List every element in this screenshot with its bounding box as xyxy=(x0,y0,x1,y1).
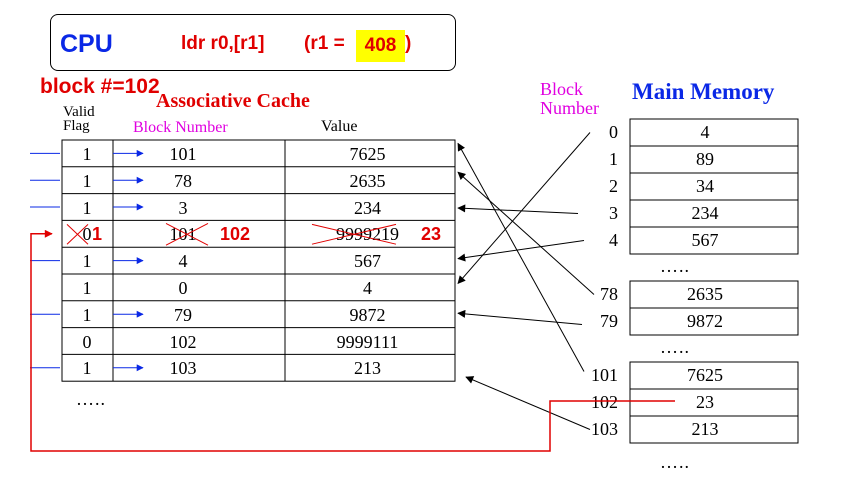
memory-value-cell: 7625 xyxy=(687,365,723,385)
cache-valid-cell: 1 xyxy=(82,278,92,298)
memory-group-border xyxy=(629,361,799,444)
cache-value-cell: 9872 xyxy=(349,304,386,325)
cache-valid-cell: 0 xyxy=(82,224,92,245)
memory-block-index: 1 xyxy=(609,149,618,169)
memory-value-cell: 9872 xyxy=(687,311,723,331)
cache-block-cell: 102 xyxy=(169,331,197,352)
cache-valid-cell: 1 xyxy=(82,197,92,218)
map-arrow-block-101 xyxy=(457,142,585,372)
memory-block-index: 78 xyxy=(600,284,618,304)
memory-value-cell: 4 xyxy=(700,122,710,142)
cache-block-cell: 79 xyxy=(174,304,192,325)
memory-ellipsis: ….. xyxy=(660,452,690,472)
instruction-text: ldr r0,[r1] xyxy=(181,33,265,54)
memory-value-cell: 234 xyxy=(691,203,719,223)
cache-value-cell: 9999111 xyxy=(336,331,399,352)
valid-header-line2: Flag xyxy=(63,118,90,134)
memory-value-cell: 213 xyxy=(691,419,719,439)
cache-value-cell: 7625 xyxy=(349,144,386,164)
block-number-header: Block Number xyxy=(133,119,228,136)
memory-block-label-line2: Number xyxy=(540,98,599,118)
memory-block-index: 2 xyxy=(609,176,618,196)
memory-block-index: 79 xyxy=(600,311,618,331)
map-arrow-block-3 xyxy=(457,204,579,214)
memory-value-cell: 567 xyxy=(691,230,719,250)
cache-value-cell: 234 xyxy=(354,197,381,218)
cache-value-cell: 2635 xyxy=(349,170,386,191)
cross-value-stroke xyxy=(311,223,397,245)
cache-value-cell: 4 xyxy=(363,278,372,298)
r1-value-highlight: 408 xyxy=(356,30,405,62)
cache-value-cell: 9999219 xyxy=(336,224,399,245)
cache-block-cell: 78 xyxy=(174,170,192,191)
memory-value-cell: 23 xyxy=(696,392,714,412)
new-valid-value: 1 xyxy=(92,224,103,245)
cache-valid-cell: 1 xyxy=(82,144,92,164)
cache-block-cell: 0 xyxy=(178,278,188,298)
cache-value-cell: 567 xyxy=(354,251,381,272)
memory-block-index: 3 xyxy=(609,203,618,223)
cache-valid-cell: 1 xyxy=(82,251,92,272)
map-arrow-block-4 xyxy=(457,240,585,262)
map-arrow-block-79 xyxy=(457,309,583,325)
cache-table-border xyxy=(61,139,456,382)
valid-header-line1: Valid xyxy=(63,104,95,120)
cache-block-cell: 4 xyxy=(178,251,188,272)
new-cache-value: 23 xyxy=(421,224,442,245)
memory-block-label-line1: Block xyxy=(540,79,583,99)
cache-block-cell: 103 xyxy=(169,358,197,379)
cache-title: Associative Cache xyxy=(156,90,310,112)
map-arrow-block-78 xyxy=(457,171,595,295)
cross-block-stroke xyxy=(165,222,209,246)
value-header: Value xyxy=(321,118,358,135)
cache-block-cell: 3 xyxy=(178,197,188,218)
cache-valid-cell: 1 xyxy=(82,358,92,379)
cache-valid-cell: 0 xyxy=(82,331,92,352)
load-path-red-arrow xyxy=(30,229,675,452)
memory-ellipsis: ….. xyxy=(660,256,690,276)
memory-block-index: 102 xyxy=(591,392,618,412)
memory-value-cell: 34 xyxy=(696,176,714,196)
cache-block-cell: 101 xyxy=(169,144,197,164)
r1-prefix: (r1 = xyxy=(304,33,345,54)
memory-group-border xyxy=(629,118,799,255)
block-number-label: block #=102 xyxy=(40,75,160,98)
cache-valid-cell: 1 xyxy=(82,304,92,325)
new-block-value: 102 xyxy=(220,224,251,245)
cross-valid-stroke xyxy=(66,224,89,245)
main-memory-title: Main Memory xyxy=(632,79,775,104)
cpu-label: CPU xyxy=(60,30,113,58)
map-arrow-block-103 xyxy=(465,376,591,430)
map-arrow-block-0 xyxy=(457,132,591,285)
cache-ellipsis: ….. xyxy=(76,389,106,409)
memory-block-index: 0 xyxy=(609,122,618,142)
cache-value-cell: 213 xyxy=(354,358,381,379)
memory-block-index: 4 xyxy=(609,230,618,250)
cache-valid-cell: 1 xyxy=(82,170,92,191)
r1-suffix: ) xyxy=(405,33,412,54)
memory-block-index: 101 xyxy=(591,365,618,385)
memory-value-cell: 2635 xyxy=(687,284,723,304)
memory-block-index: 103 xyxy=(591,419,618,439)
memory-value-cell: 89 xyxy=(696,149,714,169)
memory-ellipsis: ….. xyxy=(660,337,690,357)
